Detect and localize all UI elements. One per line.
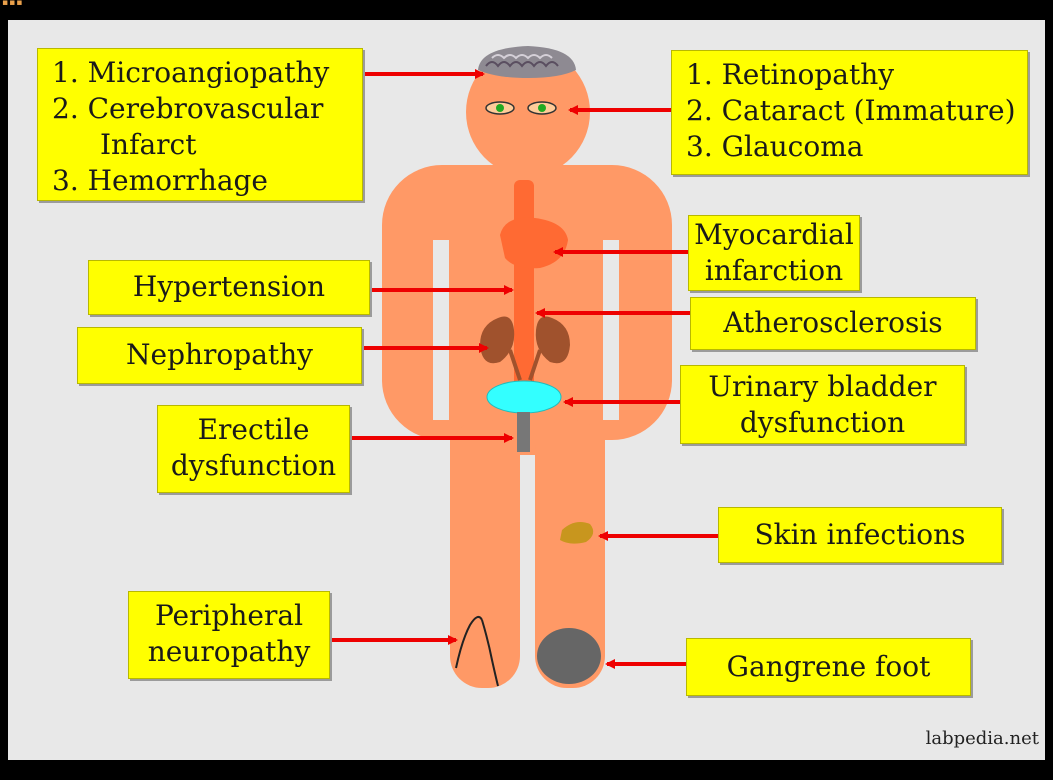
eye-item-3: 3. Glaucoma	[686, 129, 1027, 165]
brain	[478, 46, 576, 78]
neuropathy-line-1: Peripheral	[129, 598, 329, 634]
myocardial-line-2: infarction	[689, 253, 859, 289]
label-eye-complications: 1. Retinopathy 2. Cataract (Immature) 3.…	[671, 50, 1028, 175]
bladder-line-2: dysfunction	[681, 405, 964, 441]
gangrene-foot	[537, 628, 601, 684]
gangrene-text: Gangrene foot	[687, 649, 970, 685]
bladder-line-1: Urinary bladder	[681, 369, 964, 405]
label-nephropathy: Nephropathy	[77, 327, 362, 384]
label-myocardial-infarction: Myocardial infarction	[688, 215, 860, 291]
leg-gap	[520, 455, 535, 690]
watermark: labpedia.net	[926, 728, 1039, 749]
skin-text: Skin infections	[719, 517, 1001, 553]
aorta	[514, 180, 534, 390]
label-brain-complications: 1. Microangiopathy 2. Cerebrovascular In…	[37, 48, 363, 201]
myocardial-line-1: Myocardial	[689, 217, 859, 253]
neuropathy-line-2: neuropathy	[129, 634, 329, 670]
erectile-line-2: dysfunction	[158, 448, 349, 484]
brain-item-2-continued: Infarct	[52, 127, 362, 163]
brain-item-1: 1. Microangiopathy	[52, 55, 362, 91]
urethra	[517, 412, 530, 452]
brain-item-2: 2. Cerebrovascular	[52, 91, 362, 127]
label-erectile-dysfunction: Erectile dysfunction	[157, 405, 350, 493]
nephropathy-text: Nephropathy	[78, 337, 361, 373]
label-hypertension: Hypertension	[88, 260, 370, 315]
bladder	[487, 381, 561, 413]
label-urinary-bladder-dysfunction: Urinary bladder dysfunction	[680, 365, 965, 444]
hypertension-text: Hypertension	[89, 269, 369, 305]
brain-item-3: 3. Hemorrhage	[52, 163, 362, 199]
label-gangrene-foot: Gangrene foot	[686, 638, 971, 696]
eye-item-1: 1. Retinopathy	[686, 57, 1027, 93]
eye-item-2: 2. Cataract (Immature)	[686, 93, 1027, 129]
arm-gap-right	[433, 240, 449, 420]
label-atherosclerosis: Atherosclerosis	[690, 297, 976, 350]
label-peripheral-neuropathy: Peripheral neuropathy	[128, 591, 330, 679]
erectile-line-1: Erectile	[158, 412, 349, 448]
label-skin-infections: Skin infections	[718, 507, 1002, 563]
arm-gap-left	[603, 240, 619, 420]
atherosclerosis-text: Atherosclerosis	[691, 305, 975, 341]
